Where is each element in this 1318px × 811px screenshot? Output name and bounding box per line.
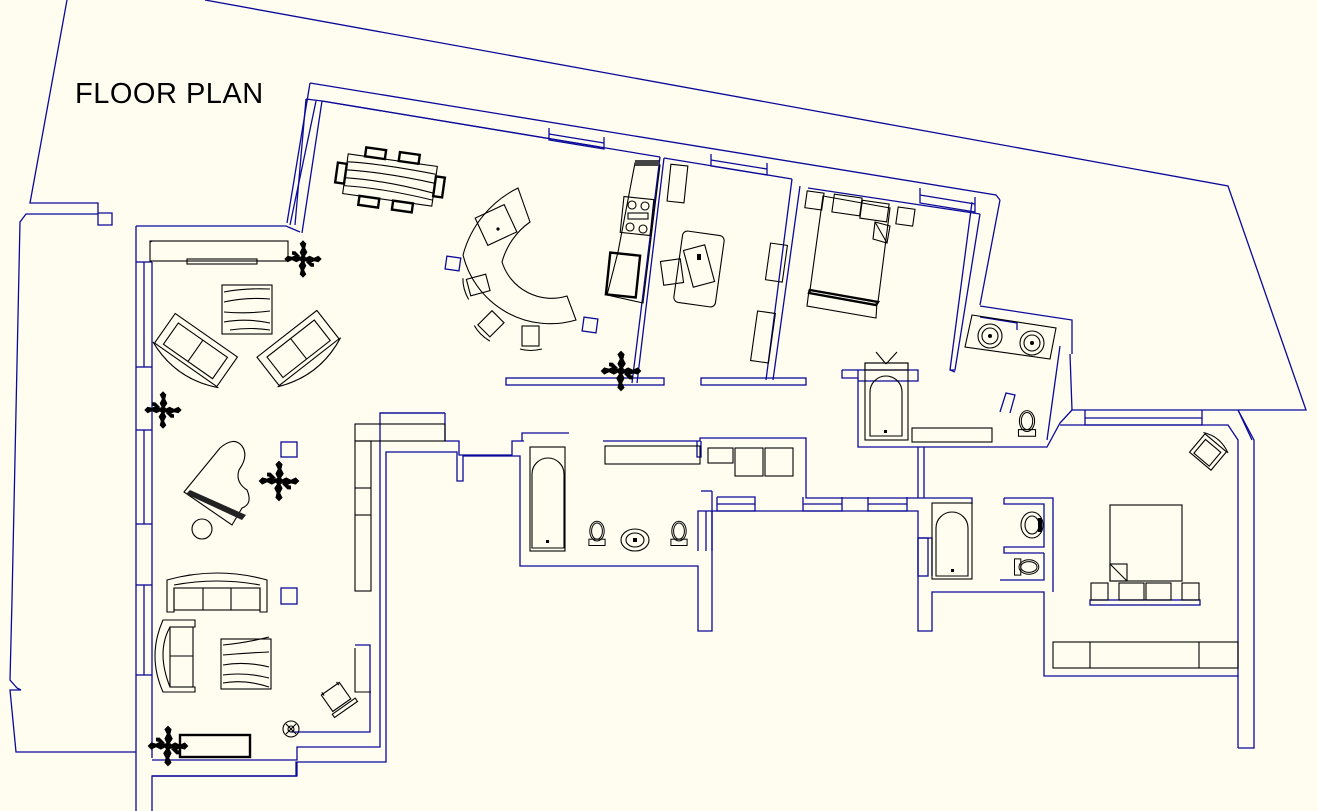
sink [620, 528, 650, 552]
washer [734, 447, 764, 477]
floor-lamp [282, 720, 300, 738]
loveseat-right [256, 309, 342, 388]
potted-plant-icon [284, 240, 322, 278]
coffee-table-family [220, 636, 272, 690]
armchair-guest [1188, 431, 1229, 471]
built-in-shelves [354, 423, 446, 693]
kitchen-counter [604, 160, 661, 304]
toilet [1017, 410, 1037, 437]
bar-stool [473, 309, 505, 342]
curved-island [462, 187, 577, 325]
bath-counter [911, 427, 993, 443]
master-bed [804, 190, 916, 319]
grand-piano [183, 440, 250, 540]
dining-table [333, 146, 447, 214]
potted-plant-icon [144, 391, 182, 429]
toilet [1014, 558, 1040, 576]
shower-partition [999, 392, 1016, 414]
media-console [149, 240, 289, 265]
loveseat-left [152, 312, 239, 389]
bathtub [931, 502, 973, 580]
bathtub [864, 362, 909, 441]
bar-stool [462, 273, 491, 300]
guest-bed [1089, 504, 1201, 606]
coffee-table-living [221, 284, 273, 335]
double-vanity [964, 314, 1057, 360]
range-cooktop [619, 195, 655, 237]
toilet [670, 520, 688, 546]
bar-stool [519, 325, 543, 352]
sofa [166, 572, 268, 613]
bookshelf [764, 242, 789, 283]
potted-plant-icon [258, 460, 300, 502]
wardrobe [1052, 641, 1239, 669]
desk [659, 230, 725, 308]
kitchen-stool-base [444, 255, 462, 272]
exterior-walls [135, 82, 1239, 811]
toilet [588, 520, 606, 546]
sink [1020, 511, 1044, 539]
drawing-title: FLOOR PLAN [75, 78, 264, 110]
side-table [280, 587, 298, 605]
site-boundary [9, 0, 1307, 753]
tv-console [178, 733, 252, 759]
cabinet [666, 163, 689, 204]
dryer [764, 447, 794, 477]
interior-walls [291, 156, 1253, 733]
bathtub [529, 446, 566, 552]
kitchen-stool-base [581, 316, 599, 334]
tv [864, 351, 909, 371]
side-table [280, 441, 298, 458]
laundry-counter [604, 445, 794, 477]
loveseat-family [154, 619, 196, 693]
bookshelf [749, 310, 777, 364]
armchair-family [320, 681, 359, 719]
